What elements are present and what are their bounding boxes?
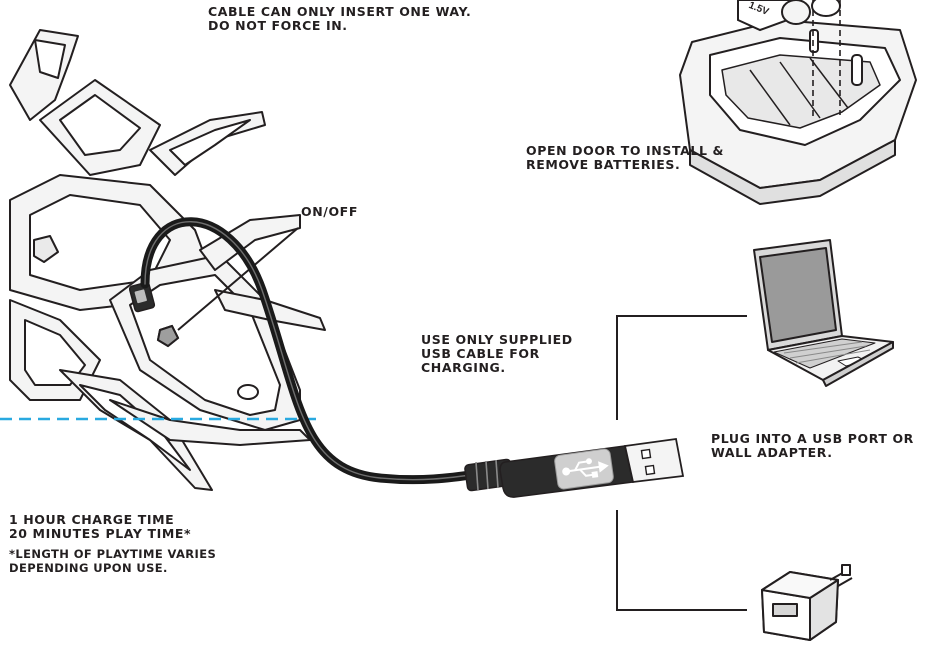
battery-icon [737,0,841,32]
drone-illustration [9,29,326,491]
on-off-pointer [177,227,299,331]
wall-adapter-icon [761,564,853,641]
usb-cable-line-2: USB CABLE FOR [421,346,540,361]
plug-into-line-1: PLUG INTO A USB PORT OR [711,431,914,446]
charge-time-note: 1 HOUR CHARGE TIME 20 MINUTES PLAY TIME* [9,513,191,541]
playtime-footnote: *LENGTH OF PLAYTIME VARIES DEPENDING UPO… [9,547,217,575]
plug-into-note: PLUG INTO A USB PORT OR WALL ADAPTER. [711,432,914,460]
cable-insert-line-2: DO NOT FORCE IN. [208,18,348,33]
usb-cable-note: USE ONLY SUPPLIED USB CABLE FOR CHARGING… [421,333,573,375]
on-off-label: ON/OFF [301,205,358,219]
battery-door-line-1: OPEN DOOR TO INSTALL & [526,143,724,158]
battery-compartment [679,0,917,205]
on-off-text: ON/OFF [301,204,358,219]
power-switch-icon [156,324,180,348]
micro-usb-connector [128,281,156,313]
battery-door-note: OPEN DOOR TO INSTALL & REMOVE BATTERIES. [526,144,724,172]
usb-logo-icon [562,458,609,478]
charge-time-line-2: 20 MINUTES PLAY TIME* [9,526,192,541]
playtime-line-2: DEPENDING UPON USE. [9,560,168,575]
cable-insert-line-1: CABLE CAN ONLY INSERT ONE WAY. [208,4,472,19]
battery-door-line-2: REMOVE BATTERIES. [526,157,681,172]
cable-insert-note: CABLE CAN ONLY INSERT ONE WAY. DO NOT FO… [208,5,471,33]
usb-cable-line-1: USE ONLY SUPPLIED [421,332,573,347]
laptop-icon [753,239,894,387]
plug-into-line-2: WALL ADAPTER. [711,445,833,460]
usb-cable-line-3: CHARGING. [421,360,506,375]
connector-bracket-bottom [616,510,747,611]
charge-time-line-1: 1 HOUR CHARGE TIME [9,512,175,527]
playtime-line-1: *LENGTH OF PLAYTIME VARIES [9,547,217,561]
connector-bracket-top [616,315,747,420]
